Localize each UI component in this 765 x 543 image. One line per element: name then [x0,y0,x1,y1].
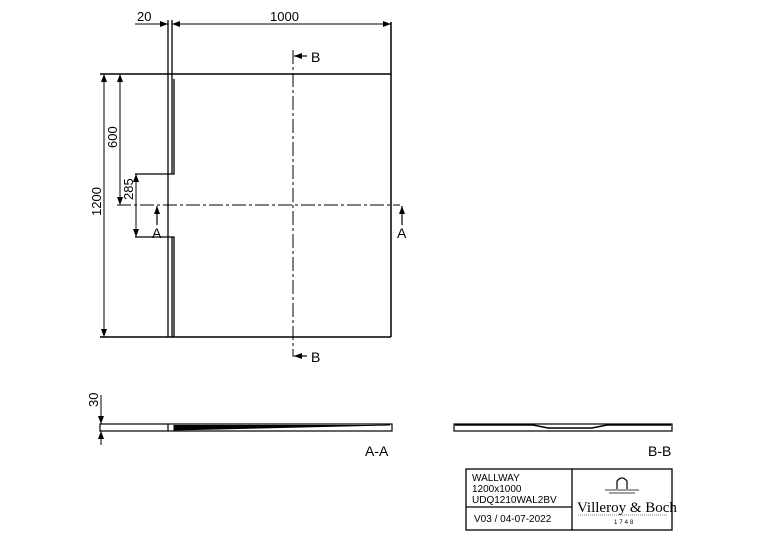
dim-285-label: 285 [121,178,136,200]
section-b-b-label: B-B [648,443,671,459]
section-a-a-view [98,395,393,445]
wall-step-lower [135,236,175,337]
section-b-b-body [453,423,673,432]
title-block [465,468,673,531]
brand-year: 1748 [614,520,635,526]
dim-600-label: 600 [105,126,120,148]
title-block-frame [465,468,673,531]
dim-20-label: 20 [137,9,151,24]
section-b-label-top: B [311,49,320,65]
section-a-a-label: A-A [365,443,389,459]
version-date: V03 / 04-07-2022 [474,514,552,525]
dim-30-label: 30 [86,393,101,407]
dim-1200-label: 1200 [89,187,104,216]
brand-name: Villeroy & Boch [577,500,677,516]
section-b-label-bottom: B [311,349,320,365]
section-b-b-slope [455,424,671,429]
wall-step-upper [135,79,175,175]
plan-view [100,20,405,359]
logo-fountain-icon [616,477,628,489]
villeroy-boch-logo: Villeroy & Boch 1748 [577,477,677,526]
article-number: UDQ1210WAL2BV [472,495,557,506]
section-a-label-right: A [397,225,407,241]
product-name: WALLWAY [472,473,520,484]
dim-1000-label: 1000 [270,9,299,24]
section-b-b-view [453,423,673,432]
section-a-a-slope [173,424,391,431]
section-a-label-left: A [152,225,162,241]
product-size: 1200x1000 [472,484,522,495]
section-a-a-body [99,423,393,432]
